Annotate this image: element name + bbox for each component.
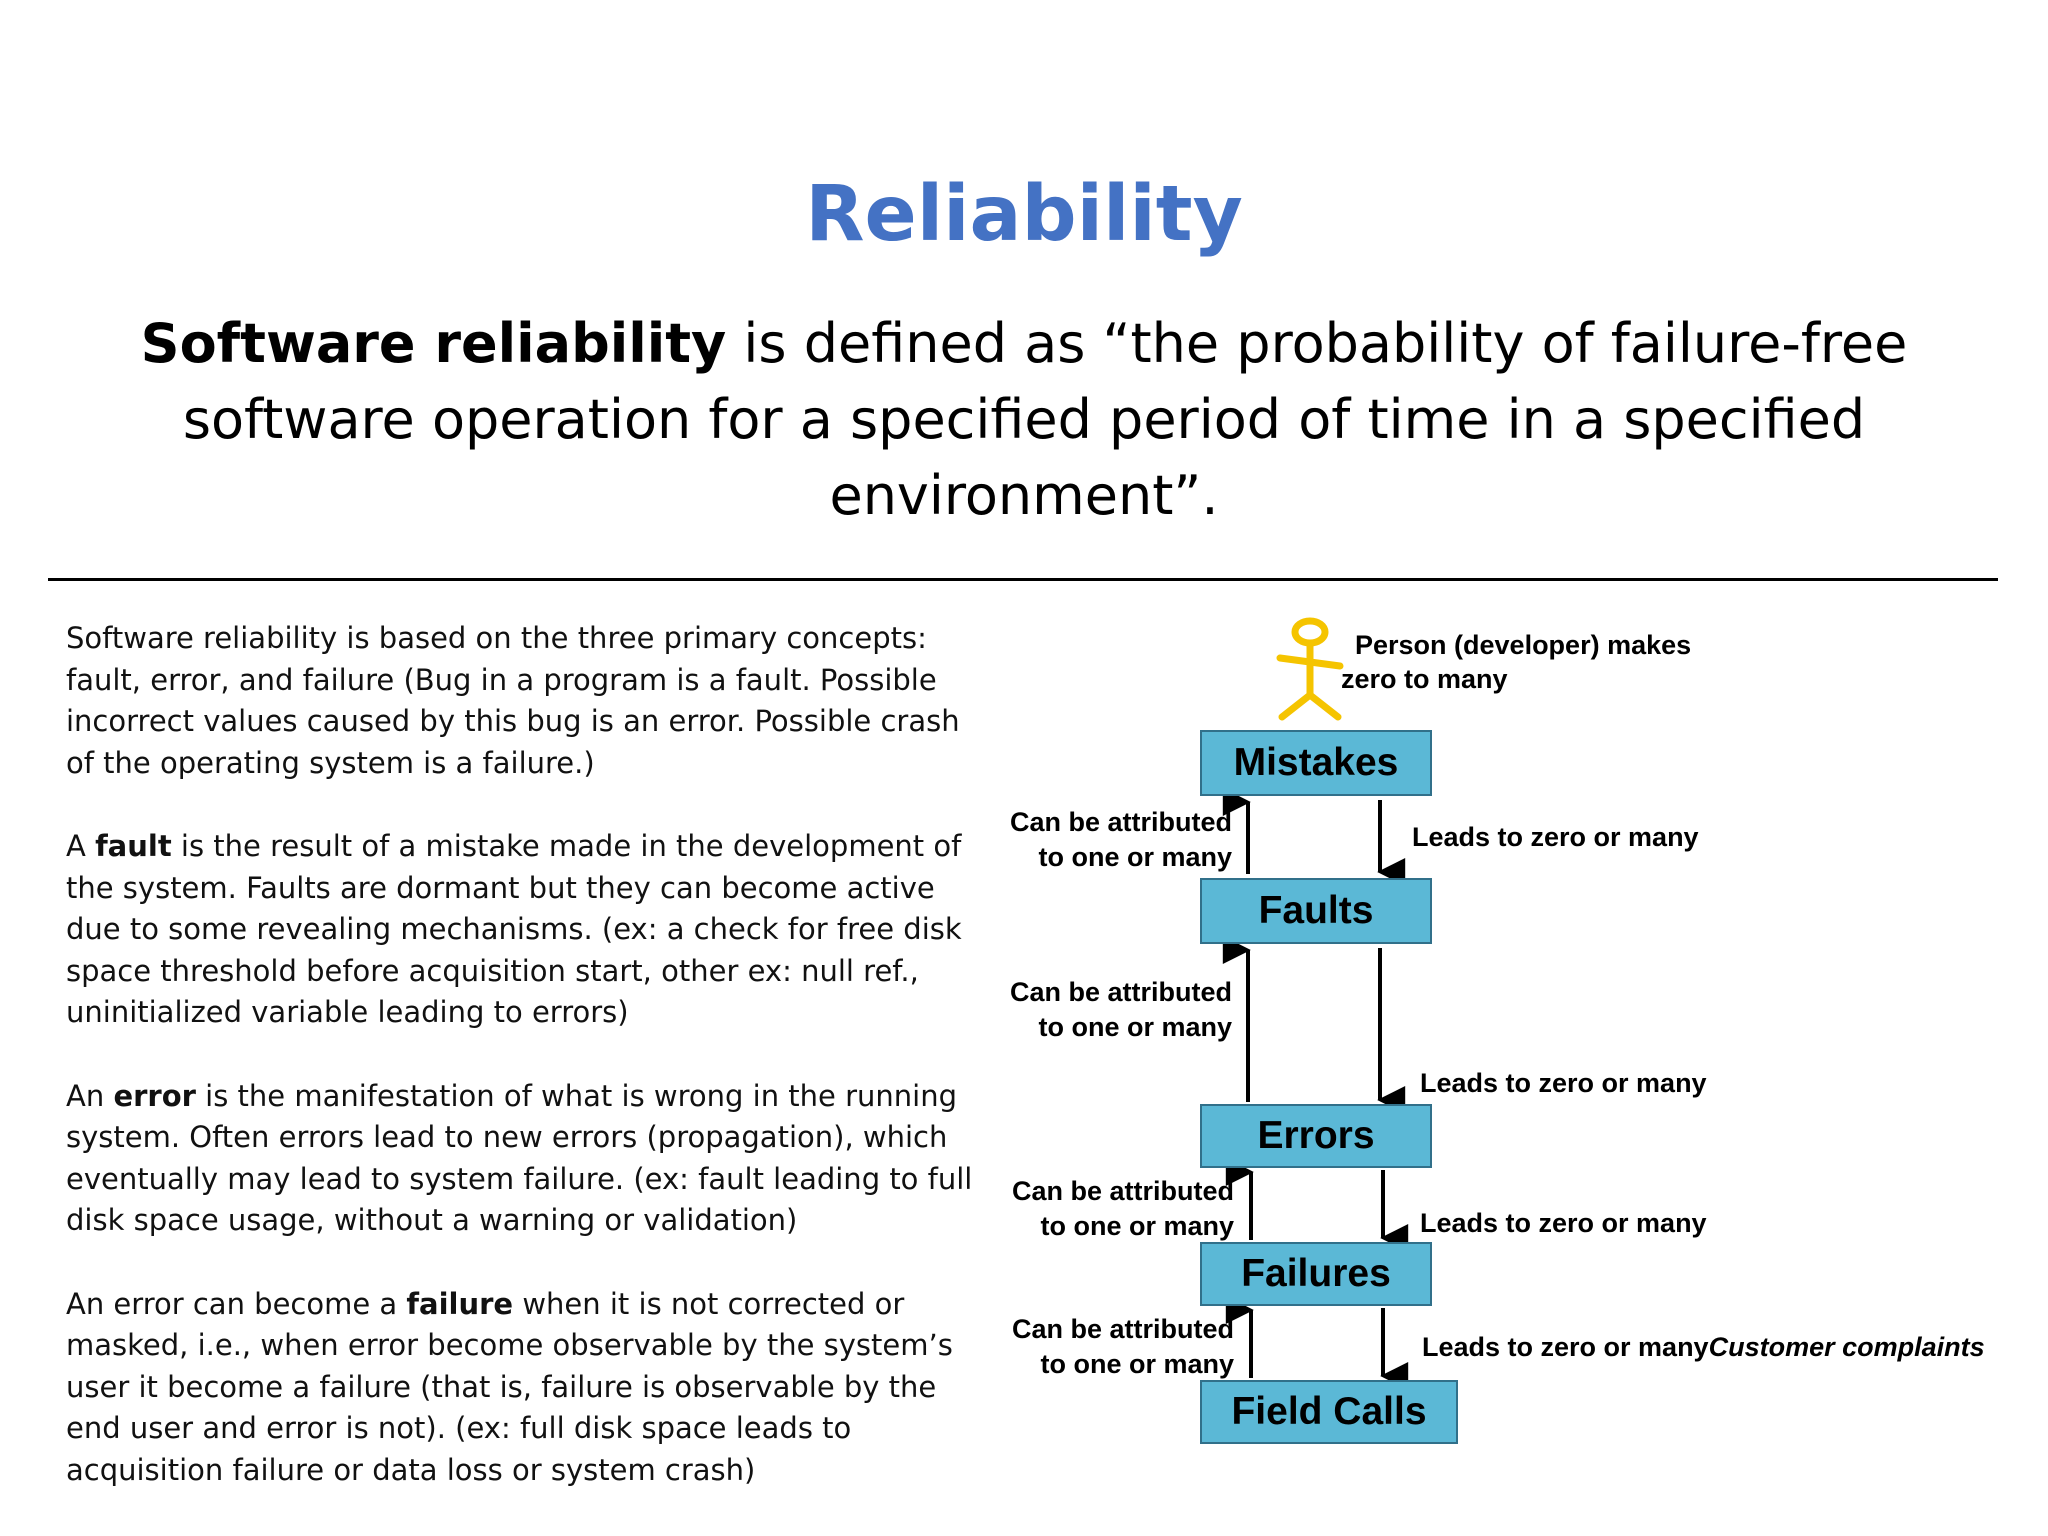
term-error: error [113,1078,196,1113]
paragraph-failure: An error can become a failure when it is… [66,1284,986,1492]
concepts-text: Software reliability is based on the thr… [66,618,986,1533]
person-label-line1: Person (developer) makes [1355,630,1692,660]
paragraph-failure-pre: An error can become a [66,1286,407,1321]
attributed-label-2-line2: to one or many [1038,1012,1232,1042]
paragraph-fault: A fault is the result of a mistake made … [66,826,986,1034]
leads-label-3: Leads to zero or many [1420,1208,1707,1238]
attributed-label-4-line2: to one or many [1040,1349,1234,1379]
attributed-label-2: Can be attributed to one or many [1004,975,1232,1045]
slide-title: Reliability [805,170,1243,259]
paragraph-fault-pre: A [66,829,96,863]
attributed-label-1-line2: to one or many [1038,842,1232,872]
failures-box: Failures [1200,1242,1432,1306]
leads-label-1: Leads to zero or many [1412,822,1699,852]
attributed-label-1-line1: Can be attributed [1009,807,1232,837]
leads-label-2: Leads to zero or many [1420,1068,1707,1098]
definition-text: is defined as “the probability of failur… [182,312,1908,527]
paragraph-error-pre: An [66,1078,114,1113]
definition-term: Software reliability [140,312,727,375]
faults-box: Faults [1200,878,1432,944]
diagram-connectors [1222,617,1409,1390]
mistakes-box: Mistakes [1200,730,1432,796]
person-label-line2: zero to many [1341,664,1508,694]
attributed-label-2-line1: Can be attributed [1009,977,1232,1007]
attributed-label-4: Can be attributed to one or many [1006,1312,1234,1382]
field-calls-box: Field Calls [1200,1380,1458,1444]
leads-label-4-text: Leads to zero or many [1422,1332,1709,1362]
customer-complaints-label: Customer complaints [1708,1332,1985,1362]
paragraph-error: An error is the manifestation of what is… [66,1076,986,1242]
term-fault: fault [95,829,172,863]
attributed-label-3: Can be attributed to one or many [1006,1174,1234,1244]
attributed-label-3-line2: to one or many [1040,1211,1234,1241]
leads-label-4: Leads to zero or manyCustomer complaints [1422,1330,1985,1365]
attributed-label-3-line1: Can be attributed [1011,1176,1234,1206]
attributed-label-1: Can be attributed to one or many [1004,805,1232,875]
paragraph-fault-post: is the result of a mistake made in the d… [66,829,962,1029]
section-divider [48,578,1998,581]
term-failure: failure [406,1286,514,1321]
paragraph-error-post: is the manifestation of what is wrong in… [66,1078,973,1238]
errors-box: Errors [1200,1104,1432,1168]
reliability-diagram: Person (developer) makes zero to many Mi… [980,600,2048,1536]
attributed-label-4-line1: Can be attributed [1011,1314,1234,1344]
paragraph-failure-post: when it is not corrected or masked, i.e.… [66,1286,953,1487]
paragraph-intro-text: Software reliability is based on the thr… [66,621,960,780]
reliability-definition: Software reliability is defined as “the … [60,306,1988,534]
person-icon [1276,617,1344,721]
paragraph-intro: Software reliability is based on the thr… [66,618,986,784]
